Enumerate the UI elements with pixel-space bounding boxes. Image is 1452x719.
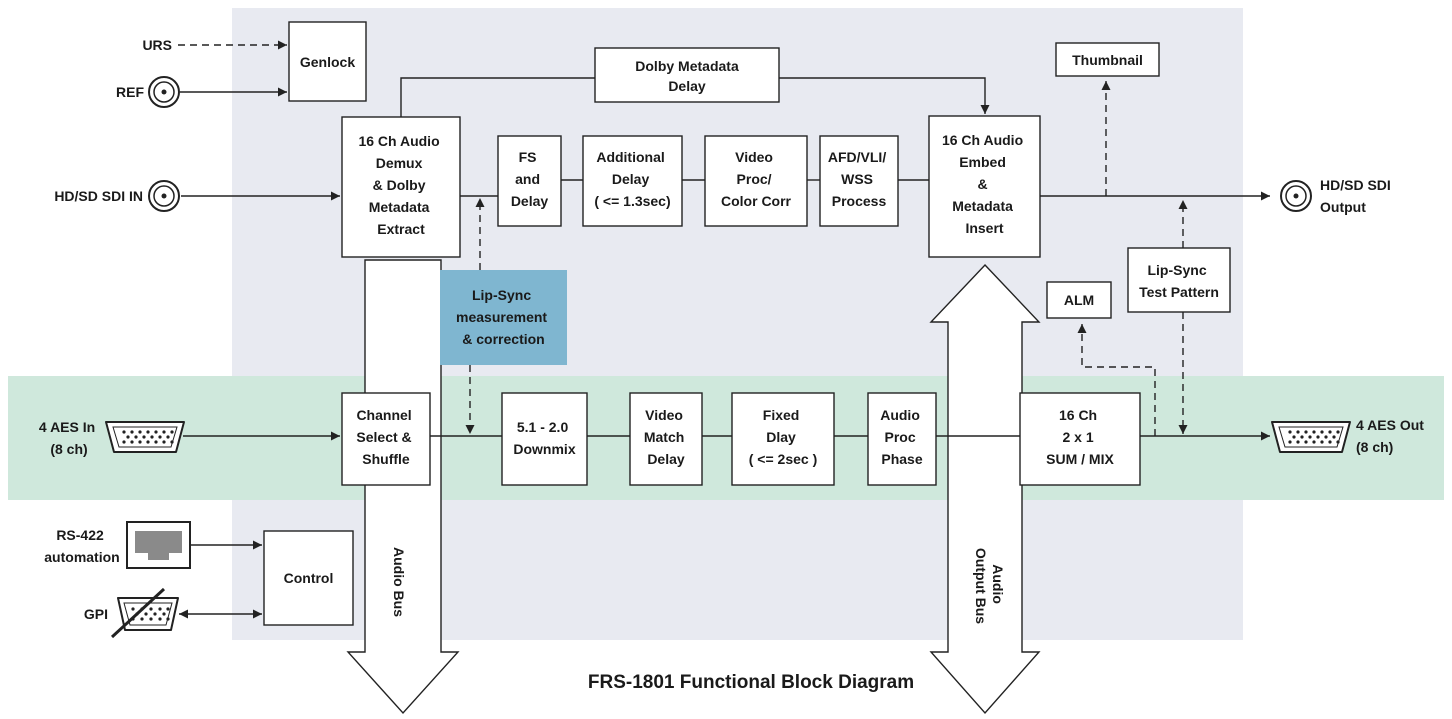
ref-bnc-icon	[148, 76, 180, 108]
svg-text:16 Ch Audio Demux: 16 Ch Audio Demux & Dolby Metadata Extra…	[358, 133, 443, 237]
fs-delay-block: FS and Delay	[497, 135, 562, 227]
svg-text:Thumbnail: Thumbnail	[1072, 52, 1143, 68]
aes-out-label: 4 AES Out (8 ch)	[1356, 417, 1428, 455]
rs422-label: RS-422 automation	[44, 527, 119, 565]
fixed-delay-block: Fixed Dlay ( <= 2sec )	[731, 392, 835, 486]
svg-text:Audio Proc Phase: Audio Proc Phase	[880, 407, 924, 467]
svg-text:Fixed Dlay ( <= 2s: Fixed Dlay ( <= 2sec )	[749, 407, 818, 467]
afd-vli-wss-block: AFD/VLI/ WSS Process	[819, 135, 899, 227]
audio-proc-phase-block: Audio Proc Phase	[867, 392, 937, 486]
svg-text:5.1 - 2.0 Downmix: 5.1 - 2.0 Downmix	[513, 419, 575, 457]
control-block: Control	[263, 530, 354, 626]
svg-text:16 Ch Audio Embed: 16 Ch Audio Embed & Metadata Insert	[942, 132, 1027, 236]
sdi-out-bnc-icon	[1280, 180, 1312, 212]
aes-in-dsub-icon	[105, 421, 185, 453]
audio-output-bus-label: Audio Output Bus	[973, 548, 1006, 624]
thumbnail-block: Thumbnail	[1055, 42, 1160, 77]
sdi-out-label: HD/SD SDI Output	[1320, 177, 1395, 215]
lipsync-test-pattern-block: Lip-Sync Test Pattern	[1127, 247, 1231, 313]
svg-text:Channel Select & S: Channel Select & Shuffle	[356, 407, 415, 467]
channel-select-block: Channel Select & Shuffle	[341, 392, 431, 486]
sdi-in-bnc-icon	[148, 180, 180, 212]
rs422-ethernet-icon	[126, 521, 191, 569]
aes-band-background	[8, 376, 1444, 500]
svg-text:Lip-Sync Test Pattern: Lip-Sync Test Pattern	[1139, 262, 1219, 300]
svg-text:FS and Delay: FS and Delay	[511, 149, 549, 209]
alm-block: ALM	[1046, 281, 1112, 319]
audio-output-bus: Audio Output Bus	[929, 263, 1041, 715]
embed-block: 16 Ch Audio Embed & Metadata Insert	[928, 115, 1041, 258]
svg-text:16 Ch 2 x 1 SUM /: 16 Ch 2 x 1 SUM / MIX	[1046, 407, 1114, 467]
connections	[178, 40, 1270, 619]
sum-mix-block: 16 Ch 2 x 1 SUM / MIX	[1019, 392, 1141, 486]
svg-text:Genlock: Genlock	[300, 54, 355, 70]
aes-in-label: 4 AES In (8 ch)	[39, 419, 99, 457]
aes-out-dsub-icon	[1271, 421, 1351, 453]
demux-block: 16 Ch Audio Demux & Dolby Metadata Extra…	[341, 116, 461, 258]
downmix-block: 5.1 - 2.0 Downmix	[501, 392, 588, 486]
gpi-dsub-icon	[110, 587, 179, 639]
additional-delay-block: Additional Delay ( <= 1.3sec)	[582, 135, 683, 227]
svg-text:Control: Control	[284, 570, 334, 586]
svg-text:Video Match Delay: Video Match Delay	[644, 407, 688, 467]
svg-text:Video Proc/ Color: Video Proc/ Color Corr	[721, 149, 792, 209]
svg-text:ALM: ALM	[1064, 292, 1094, 308]
video-proc-block: Video Proc/ Color Corr	[704, 135, 808, 227]
svg-text:Lip-Sync measurement: Lip-Sync measurement & correction	[456, 287, 551, 347]
gpi-strike-icon	[110, 587, 166, 639]
urs-label: URS	[142, 37, 172, 53]
audio-bus-label: Audio Bus	[391, 547, 407, 617]
lipsync-measurement-block: Lip-Sync measurement & correction	[440, 270, 567, 365]
genlock-block: Genlock	[288, 21, 367, 102]
dolby-to-embed-line	[779, 77, 990, 114]
demux-to-dolby-line	[400, 77, 595, 117]
video-match-delay-block: Video Match Delay	[629, 392, 703, 486]
svg-text:Additional Delay (: Additional Delay ( <= 1.3sec)	[594, 149, 670, 209]
svg-text:AFD/VLI/ WSS Proce: AFD/VLI/ WSS Process	[828, 149, 890, 209]
ref-label: REF	[116, 84, 144, 100]
diagram-title: FRS-1801 Functional Block Diagram	[588, 672, 914, 693]
gpi-label: GPI	[84, 606, 108, 622]
sdi-in-label: HD/SD SDI IN	[54, 188, 143, 204]
